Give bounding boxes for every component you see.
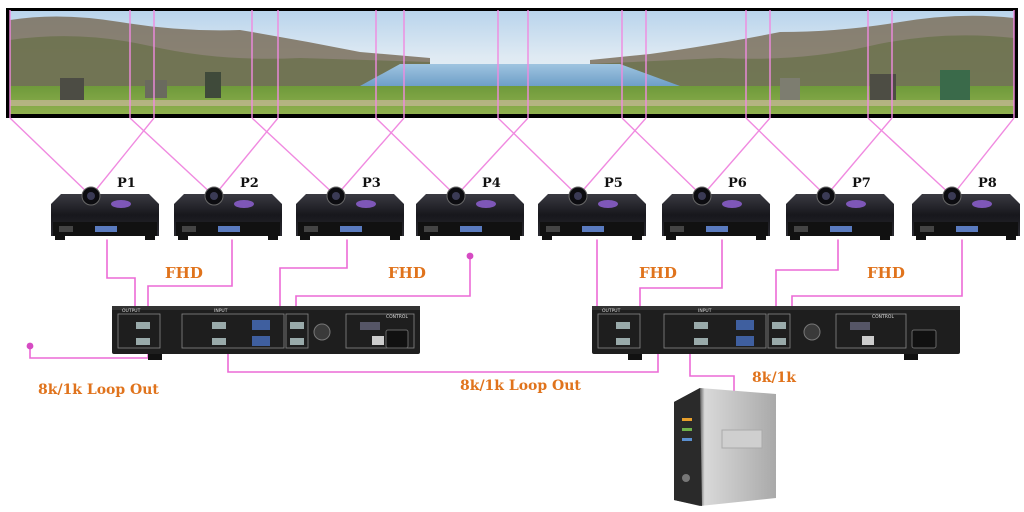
- projector-1: [51, 186, 159, 240]
- projection-ray: [251, 117, 337, 197]
- source-signal-label: 8k/1k: [752, 370, 796, 386]
- loop-out-label-left: 8k/1k Loop Out: [38, 382, 159, 398]
- fhd-label-3: FHD: [639, 264, 677, 282]
- projector-5: [538, 186, 646, 240]
- cable-endpoint-p4: [466, 252, 474, 260]
- projection-ray: [335, 117, 405, 197]
- input-panel-label: INPUT: [214, 308, 228, 314]
- media-server-drive: [674, 388, 776, 506]
- projector-label-5: P5: [604, 176, 623, 191]
- projection-ray: [455, 117, 529, 197]
- control-panel-label: CONTROL: [872, 314, 894, 320]
- output-panel-label: OUTPUT: [122, 308, 141, 314]
- projection-ray: [867, 117, 953, 197]
- projector-row: [51, 186, 1020, 240]
- projection-lines: [9, 10, 1015, 197]
- projector-label-3: P3: [362, 176, 381, 191]
- projection-ray: [497, 117, 579, 197]
- projector-8: [912, 186, 1020, 240]
- projector-3: [296, 186, 404, 240]
- loop-out-label-center: 8k/1k Loop Out: [460, 378, 581, 394]
- projector-label-8: P8: [978, 176, 997, 191]
- projection-ray: [621, 117, 703, 197]
- projector-label-6: P6: [728, 176, 747, 191]
- video-processor-right: OUTPUT INPUT CONTROL: [592, 306, 960, 360]
- projector-7: [786, 186, 894, 240]
- projection-ray: [745, 117, 827, 197]
- projection-ray: [9, 117, 92, 197]
- projection-ray: [129, 117, 215, 197]
- projector-label-2: P2: [240, 176, 259, 191]
- control-panel-label: CONTROL: [386, 314, 408, 320]
- projector-label-1: P1: [117, 176, 136, 191]
- projector-2: [174, 186, 282, 240]
- output-panel-label: OUTPUT: [602, 308, 621, 314]
- projector-4: [416, 186, 524, 240]
- projection-ray: [951, 117, 1015, 197]
- projector-label-4: P4: [482, 176, 501, 191]
- input-panel-label: INPUT: [698, 308, 712, 314]
- loop-out-endpoint-left: [26, 342, 34, 350]
- projection-ray: [213, 117, 279, 197]
- projector-6: [662, 186, 770, 240]
- projection-ray: [375, 117, 457, 197]
- projector-label-7: P7: [852, 176, 871, 191]
- fhd-label-1: FHD: [165, 264, 203, 282]
- fhd-label-4: FHD: [867, 264, 905, 282]
- fhd-label-2: FHD: [388, 264, 426, 282]
- video-processor-left: OUTPUT INPUT CONTROL: [112, 306, 420, 360]
- panorama-screen: [6, 8, 1018, 118]
